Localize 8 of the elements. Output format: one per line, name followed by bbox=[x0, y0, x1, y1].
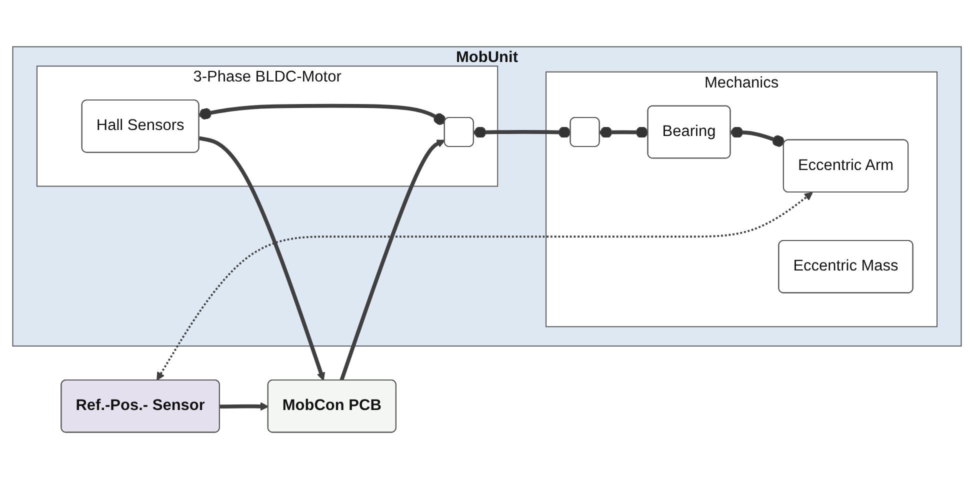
connector bbox=[730, 126, 785, 148]
connector bbox=[198, 104, 446, 126]
arrow bbox=[220, 402, 269, 412]
connector bbox=[600, 126, 648, 139]
arrow bbox=[156, 192, 813, 381]
connector bbox=[474, 126, 571, 139]
arrow bbox=[340, 140, 446, 382]
arrow bbox=[198, 136, 326, 382]
